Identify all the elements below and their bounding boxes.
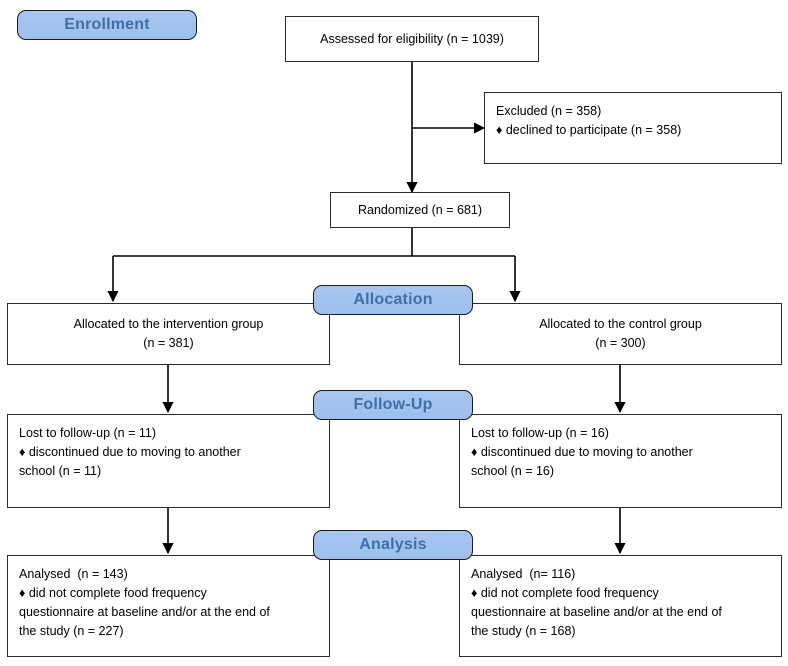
box-analysis-intervention: Analysed (n = 143) ♦ did not complete fo… [7,555,330,657]
box-excluded: Excluded (n = 358) ♦ declined to partici… [484,92,782,164]
banner-analysis-label: Analysis [359,536,427,553]
box-assessed-for-eligibility: Assessed for eligibility (n = 1039) [285,16,539,62]
box-followup-intervention-line-2: ♦ discontinued due to moving to another [19,445,241,459]
banner-followup: Follow-Up [313,390,473,420]
box-allocated-control: Allocated to the control group (n = 300) [459,303,782,365]
box-analysis-intervention-line-2: ♦ did not complete food frequency [19,586,207,600]
box-allocated-intervention: Allocated to the intervention group (n =… [7,303,330,365]
box-followup-intervention-line-1: Lost to follow-up (n = 11) [19,426,156,440]
box-analysis-intervention-line-4: the study (n = 227) [19,624,124,638]
box-analysis-intervention-line-3: questionnaire at baseline and/or at the … [19,605,270,619]
box-randomized-line-1: Randomized (n = 681) [357,202,483,217]
box-analysis-control: Analysed (n= 116) ♦ did not complete foo… [459,555,782,657]
box-allocated-intervention-line-2: (n = 381) [143,336,194,350]
box-excluded-line-1: Excluded (n = 358) [496,104,602,118]
banner-enrollment: Enrollment [17,10,197,40]
banner-allocation: Allocation [313,285,473,315]
box-analysis-control-line-2: ♦ did not complete food frequency [471,586,659,600]
box-analysis-intervention-line-1: Analysed (n = 143) [19,567,128,581]
banner-allocation-label: Allocation [353,291,433,308]
banner-analysis: Analysis [313,530,473,560]
box-analysis-control-line-1: Analysed (n= 116) [471,567,576,581]
banner-followup-label: Follow-Up [353,396,433,413]
box-allocated-control-line-1: Allocated to the control group [539,317,702,331]
box-allocated-intervention-line-1: Allocated to the intervention group [73,317,264,331]
box-excluded-line-2: ♦ declined to participate (n = 358) [496,123,682,137]
box-followup-intervention-line-3: school (n = 11) [19,464,102,478]
box-followup-control-line-2: ♦ discontinued due to moving to another [471,445,693,459]
banner-enrollment-label: Enrollment [64,16,150,33]
box-followup-control-line-1: Lost to follow-up (n = 16) [471,426,609,440]
box-analysis-control-line-3: questionnaire at baseline and/or at the … [471,605,722,619]
box-allocated-control-line-2: (n = 300) [595,336,646,350]
box-assessed-line-1: Assessed for eligibility (n = 1039) [320,31,504,46]
box-followup-control: Lost to follow-up (n = 16) ♦ discontinue… [459,414,782,508]
box-followup-control-line-3: school (n = 16) [471,464,555,478]
box-analysis-control-line-4: the study (n = 168) [471,624,576,638]
box-followup-intervention: Lost to follow-up (n = 11) ♦ discontinue… [7,414,330,508]
box-randomized: Randomized (n = 681) [330,192,510,228]
